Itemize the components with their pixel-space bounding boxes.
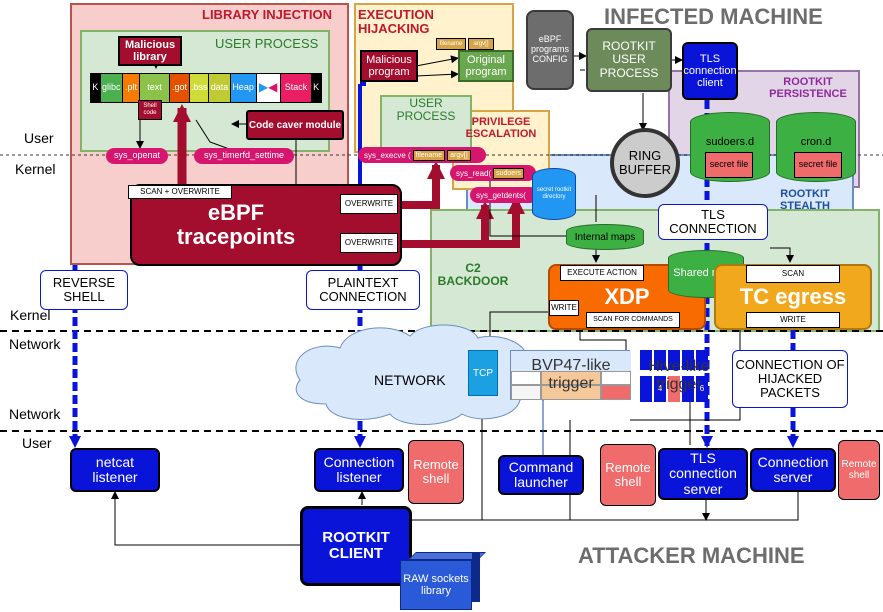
ring-buffer: RING BUFFER [610, 128, 680, 198]
hijack-filename-tag: filename [436, 38, 466, 50]
layer-network-1: Network [9, 336, 61, 352]
secret-file-1: secret file [705, 152, 753, 178]
exec-user-process-zone [380, 95, 472, 153]
xdp-write-tag: WRITE [549, 300, 579, 316]
privilege-escalation-title: PRIVILEGE ESCALATION [465, 116, 537, 141]
mem-segment-text: text [139, 74, 169, 102]
syscall-execve: sys_execve ( filename argv[] [358, 147, 486, 163]
overwrite-arrow-exec [400, 161, 445, 209]
remote-shell-box-2: Remote shell [600, 444, 656, 506]
secret-directory-cylinder: secret rootkit directory [532, 168, 576, 220]
syscall-timerfd: sys_timerfd_settime [194, 148, 294, 164]
malicious-library-label: Malicious library [124, 38, 176, 63]
hijack-argv-tag: argv[] [468, 38, 494, 50]
mem-segment-heap: Heap [229, 74, 256, 102]
malicious-library-box: Malicious library [118, 36, 182, 66]
attacker-machine-title: ATTACKER MACHINE [578, 543, 805, 568]
connection-listener-box: Connection listener [314, 448, 404, 492]
hijacked-packets-label: CONNECTION OF HIJACKED PACKETS [732, 350, 848, 408]
tc-scan-tag: SCAN [746, 265, 840, 283]
overwrite-tag-1: OVERWRITE [340, 194, 398, 214]
infected-machine-title: INFECTED MACHINE [604, 4, 823, 29]
raw-sockets-label: RAW sockets library [403, 572, 469, 597]
ebpf-tracepoints-label: eBPF tracepoints [176, 199, 296, 249]
mem-segment-gap: ▶◀ [255, 74, 280, 102]
tls-connection-server-box: TLS connection server [658, 448, 748, 500]
bvp47-trigger: BVP47-like trigger [510, 350, 631, 400]
hive-num-6: 6 [699, 383, 705, 393]
hive-num-4: 4 [657, 383, 663, 393]
execution-hijacking-title: EXECUTION HIJACKING [358, 7, 434, 37]
sudoers-label: sudoers.d [705, 136, 755, 148]
tls-connection-label: TLS CONNECTION [658, 204, 768, 240]
scan-overwrite-tag: SCAN + OVERWRITE [128, 185, 232, 199]
syscall-getdents: sys_getdents( [470, 187, 538, 203]
hive-label: Hive-like trigger [648, 358, 710, 393]
cron-cylinder [776, 112, 856, 182]
c2-backdoor-title: C2 BACKDOOR [437, 261, 509, 289]
netcat-listener-box: netcat listener [70, 448, 160, 492]
overwrite-arrow-read [400, 196, 525, 248]
layer-network-2: Network [9, 406, 61, 422]
tc-write-tag: WRITE [746, 312, 840, 328]
reverse-shell-label: REVERSE SHELL [40, 270, 128, 310]
code-caver-label: Code caver module [248, 119, 342, 131]
execute-action-tag: EXECUTE ACTION [560, 265, 644, 281]
plaintext-connection-label: PLAINTEXT CONNECTION [306, 270, 420, 310]
layer-kernel-mid: Kernel [10, 307, 51, 323]
rootkit-user-process-box: ROOTKIT USER PROCESS [586, 28, 672, 92]
rootkit-client-box: ROOTKIT CLIENT [300, 506, 412, 586]
bvp47-label: BVP47-like trigger [531, 357, 611, 392]
mem-segment-bss: .bss [189, 74, 209, 102]
user-process-title: USER PROCESS [215, 36, 319, 51]
scan-for-commands-tag: SCAN FOR COMMANDS [586, 312, 680, 328]
shell-code-box: Shell code [138, 100, 162, 120]
memory-layout-bar: K glibc .plt text .got .bss data Heap ▶◀… [90, 73, 322, 103]
mem-segment-k-right: K [311, 74, 321, 102]
rootkit-stealth-title: ROOTKIT STEALTH [780, 188, 830, 213]
layer-user-bottom: User [22, 435, 52, 451]
mem-segment-stack: Stack [279, 74, 312, 102]
remote-shell-box-3: Remote shell [838, 440, 880, 500]
rootkit-persistence-title: ROOTKIT PERSISTENCE [769, 76, 847, 101]
connection-server-box: Connection server [750, 448, 836, 492]
syscall-read: sys_read( sudoers [450, 165, 536, 181]
layer-user-top: User [24, 130, 54, 146]
exec-user-process-title: USER PROCESS [396, 96, 456, 124]
hive-trigger: 4 6 Hive-like trigger [640, 350, 720, 406]
tcp-box: TCP [468, 350, 498, 396]
ebpf-config-box: eBPF programs CONFIG [526, 10, 574, 90]
mem-segment-glibc: glibc [99, 74, 122, 102]
command-launcher-box: Command launcher [498, 455, 584, 495]
mem-segment-plt: .plt [121, 74, 140, 102]
tls-connection-client-box: TLS connection client [682, 42, 738, 100]
mem-segment-data: data [208, 74, 230, 102]
original-program-box: Original program [458, 50, 514, 82]
overwrite-tag-2: OVERWRITE [340, 233, 398, 253]
library-injection-title: LIBRARY INJECTION [202, 7, 333, 22]
raw-sockets-library-cube: RAW sockets library [400, 552, 486, 610]
malicious-program-box: Malicious program [360, 50, 418, 82]
internal-maps-cylinder: Internal maps [566, 224, 644, 250]
layer-kernel-top: Kernel [15, 161, 56, 177]
code-caver-box: Code caver module [246, 110, 344, 140]
syscall-openat: sys_openat [106, 148, 168, 164]
secret-file-2: secret file [794, 152, 842, 178]
cron-label: cron.d [800, 136, 832, 148]
network-cloud-label: NETWORK [374, 372, 446, 388]
mem-segment-k-left: K [91, 74, 100, 102]
mem-segment-got: .got [168, 74, 190, 102]
remote-shell-box-1: Remote shell [408, 440, 464, 504]
